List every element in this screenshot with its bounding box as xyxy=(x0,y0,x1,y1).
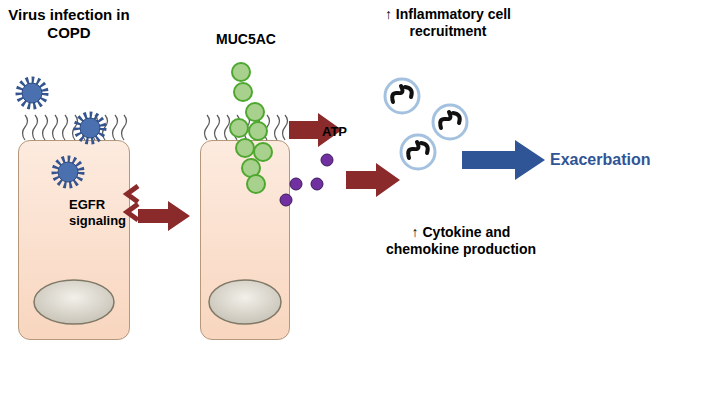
mucin-granule xyxy=(230,119,248,137)
atp-dot xyxy=(311,178,323,190)
virus-spikes xyxy=(77,115,103,141)
mucin-granule xyxy=(247,175,265,193)
pathway-label: EGFR signaling xyxy=(69,197,131,228)
atp-dot xyxy=(321,154,333,166)
virus-spikes xyxy=(55,159,81,185)
virus-spikes xyxy=(19,80,45,106)
goblet-cell: MUC5AC xyxy=(200,140,290,340)
virus-particle xyxy=(19,80,45,106)
cell-nucleus xyxy=(209,280,281,324)
virus-body xyxy=(22,83,42,103)
cell-nucleus xyxy=(34,280,114,324)
neutrophil-nucleus xyxy=(408,142,428,158)
cilia xyxy=(205,115,288,140)
egfr-receptor xyxy=(127,186,138,202)
neutrophil-nucleus xyxy=(440,112,460,128)
atp-dot xyxy=(290,178,302,190)
stimulus-label: Virus infection in COPD xyxy=(6,6,132,42)
outcome-label: Exacerbation xyxy=(550,150,690,169)
molecule-label: ATP xyxy=(322,124,362,140)
mucin-label: MUC5AC xyxy=(191,31,301,48)
neutrophil-membrane xyxy=(433,105,467,139)
atp-molecules xyxy=(280,154,333,206)
neutrophil-membrane xyxy=(401,135,435,169)
egfr-receptor xyxy=(127,204,138,220)
atp-dot xyxy=(280,194,292,206)
mucin-granules xyxy=(230,63,272,193)
neutrophil xyxy=(433,105,467,139)
outcome-arrow xyxy=(462,140,545,180)
virus-body xyxy=(58,162,78,182)
neutrophil xyxy=(401,135,435,169)
epithelial-cell: EGFR signaling xyxy=(18,140,130,340)
cilia xyxy=(23,115,127,140)
mucin-granule xyxy=(232,63,250,81)
virus-body xyxy=(80,118,100,138)
mucin-granule xyxy=(249,122,267,140)
virus-particle xyxy=(77,115,103,141)
mucin-granule xyxy=(254,143,272,161)
block-arrow xyxy=(346,163,400,197)
block-arrow xyxy=(138,201,190,231)
effect-label: ↑ Cytokine and chemokine production xyxy=(375,224,547,258)
mucin-granule xyxy=(236,139,254,157)
mucin-granule xyxy=(242,159,260,177)
mucin-granule xyxy=(246,103,264,121)
neutrophil-membrane xyxy=(385,79,419,113)
mucin-granule xyxy=(234,83,252,101)
neutrophil-nucleus xyxy=(392,86,412,102)
neutrophil xyxy=(385,79,419,113)
effect-label: ↑ Inflammatory cell recruitment xyxy=(380,6,516,40)
virus-particle xyxy=(55,159,81,185)
